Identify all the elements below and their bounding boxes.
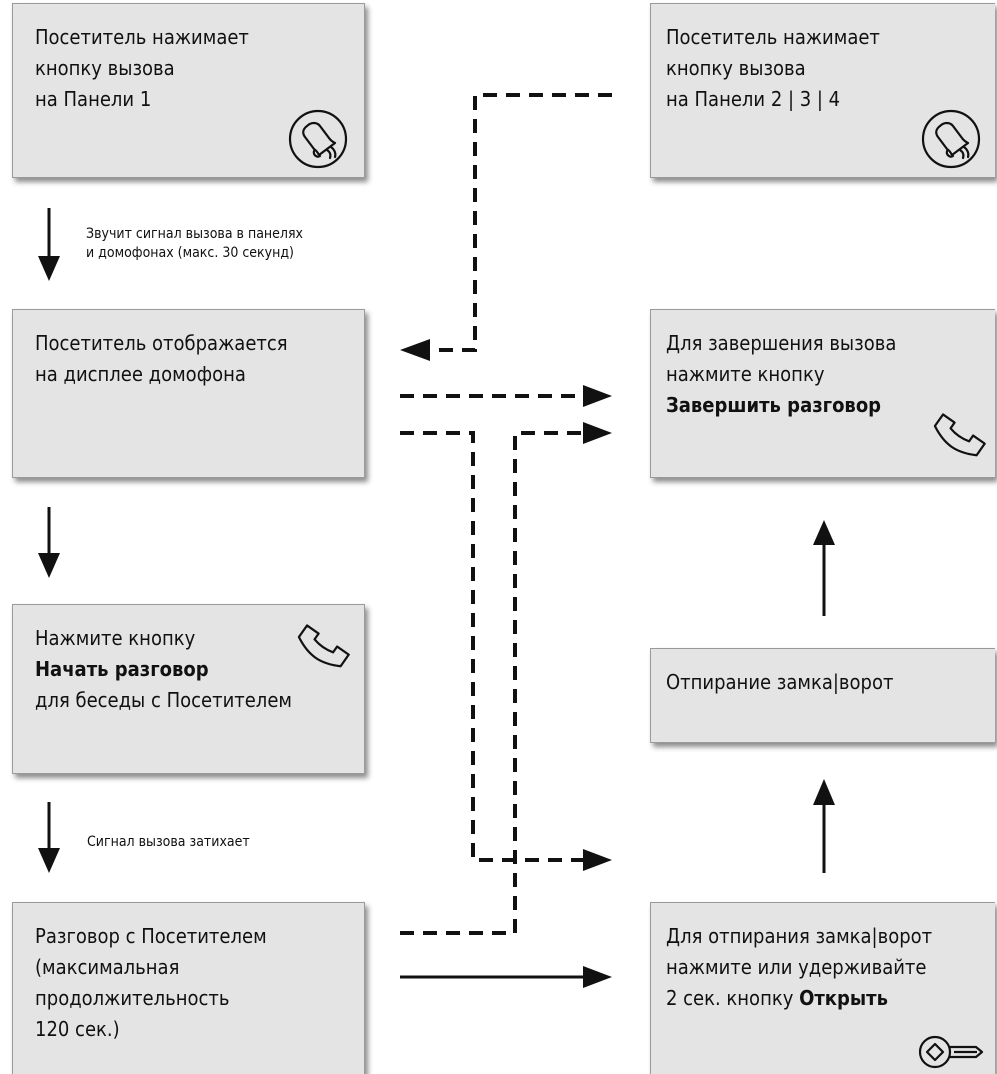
- note-ring-signal: Звучит сигнал вызова в панелях и домофон…: [86, 225, 303, 263]
- box-line: кнопку вызова: [666, 56, 806, 80]
- arrow-up-2: [813, 779, 835, 873]
- box-line: продолжительность: [35, 986, 230, 1010]
- note-line: Звучит сигнал вызова в панелях: [86, 226, 303, 242]
- step-press-panel-2-3-4: Посетитель нажимает кнопку вызова на Пан…: [650, 3, 995, 178]
- box-line: нажмите кнопку: [666, 362, 825, 386]
- bell-icon: [921, 109, 981, 169]
- box-line: Для завершения вызова: [666, 331, 897, 355]
- box-line: Посетитель нажимает: [666, 25, 880, 49]
- bell-icon: [288, 109, 348, 169]
- dashed-connector-panels-to-display: [400, 93, 612, 361]
- step-press-panel-1: Посетитель нажимает кнопку вызова на Пан…: [12, 3, 365, 178]
- box-line: Нажмите кнопку: [35, 626, 196, 650]
- box-line: (максимальная: [35, 955, 180, 979]
- box-line: Посетитель отображается: [35, 331, 288, 355]
- box-line: Разговор с Посетителем: [35, 924, 267, 948]
- box-line: Отпирание замка|ворот: [666, 670, 894, 694]
- step-open-instruction: Для отпирания замка|ворот нажмите или уд…: [650, 902, 995, 1074]
- step-end-call: Для завершения вызова нажмите кнопку Зав…: [650, 309, 995, 478]
- open-line-prefix: 2 сек. кнопку: [666, 986, 800, 1010]
- dashed-connector-display-to-open: [400, 431, 612, 871]
- box-line: кнопку вызова: [35, 56, 175, 80]
- box-line: 120 сек.): [35, 1017, 120, 1041]
- dashed-connector-conversation-to-endcall: [400, 422, 612, 935]
- step-unlock: Отпирание замка|ворот: [650, 648, 995, 743]
- arrow-down-3: [38, 802, 60, 873]
- dashed-connector-display-to-endcall-1: [400, 385, 612, 407]
- arrow-down-1: [38, 208, 60, 281]
- end-call-button-label: Завершить разговор: [666, 393, 882, 417]
- box-line: на Панели 1: [35, 87, 152, 111]
- step-conversation: Разговор с Посетителем (максимальная про…: [12, 902, 365, 1074]
- box-line: на Панели 2 | 3 | 4: [666, 87, 841, 111]
- box-line: нажмите или удерживайте: [666, 955, 927, 979]
- start-talk-button-label: Начать разговор: [35, 657, 209, 681]
- box-line: для беседы с Посетителем: [35, 688, 292, 712]
- box-line: Посетитель нажимает: [35, 25, 249, 49]
- step-visitor-displayed: Посетитель отображается на дисплее домоф…: [12, 309, 365, 478]
- handset-icon: [297, 624, 350, 668]
- note-line: Сигнал вызова затихает: [87, 834, 250, 850]
- note-line: и домофонах (макс. 30 секунд): [86, 245, 294, 261]
- solid-connector-conversation-to-open: [400, 966, 612, 988]
- step-start-talk: Нажмите кнопку Начать разговор для бесед…: [12, 604, 365, 774]
- handset-icon: [933, 413, 986, 457]
- box-line: Для отпирания замка|ворот: [666, 924, 933, 948]
- box-line: на дисплее домофона: [35, 362, 246, 386]
- arrow-up-1: [813, 520, 835, 616]
- note-signal-fades: Сигнал вызова затихает: [87, 833, 250, 852]
- open-button-label: Открыть: [799, 986, 888, 1010]
- arrow-down-2: [38, 507, 60, 578]
- key-icon: [918, 1035, 984, 1069]
